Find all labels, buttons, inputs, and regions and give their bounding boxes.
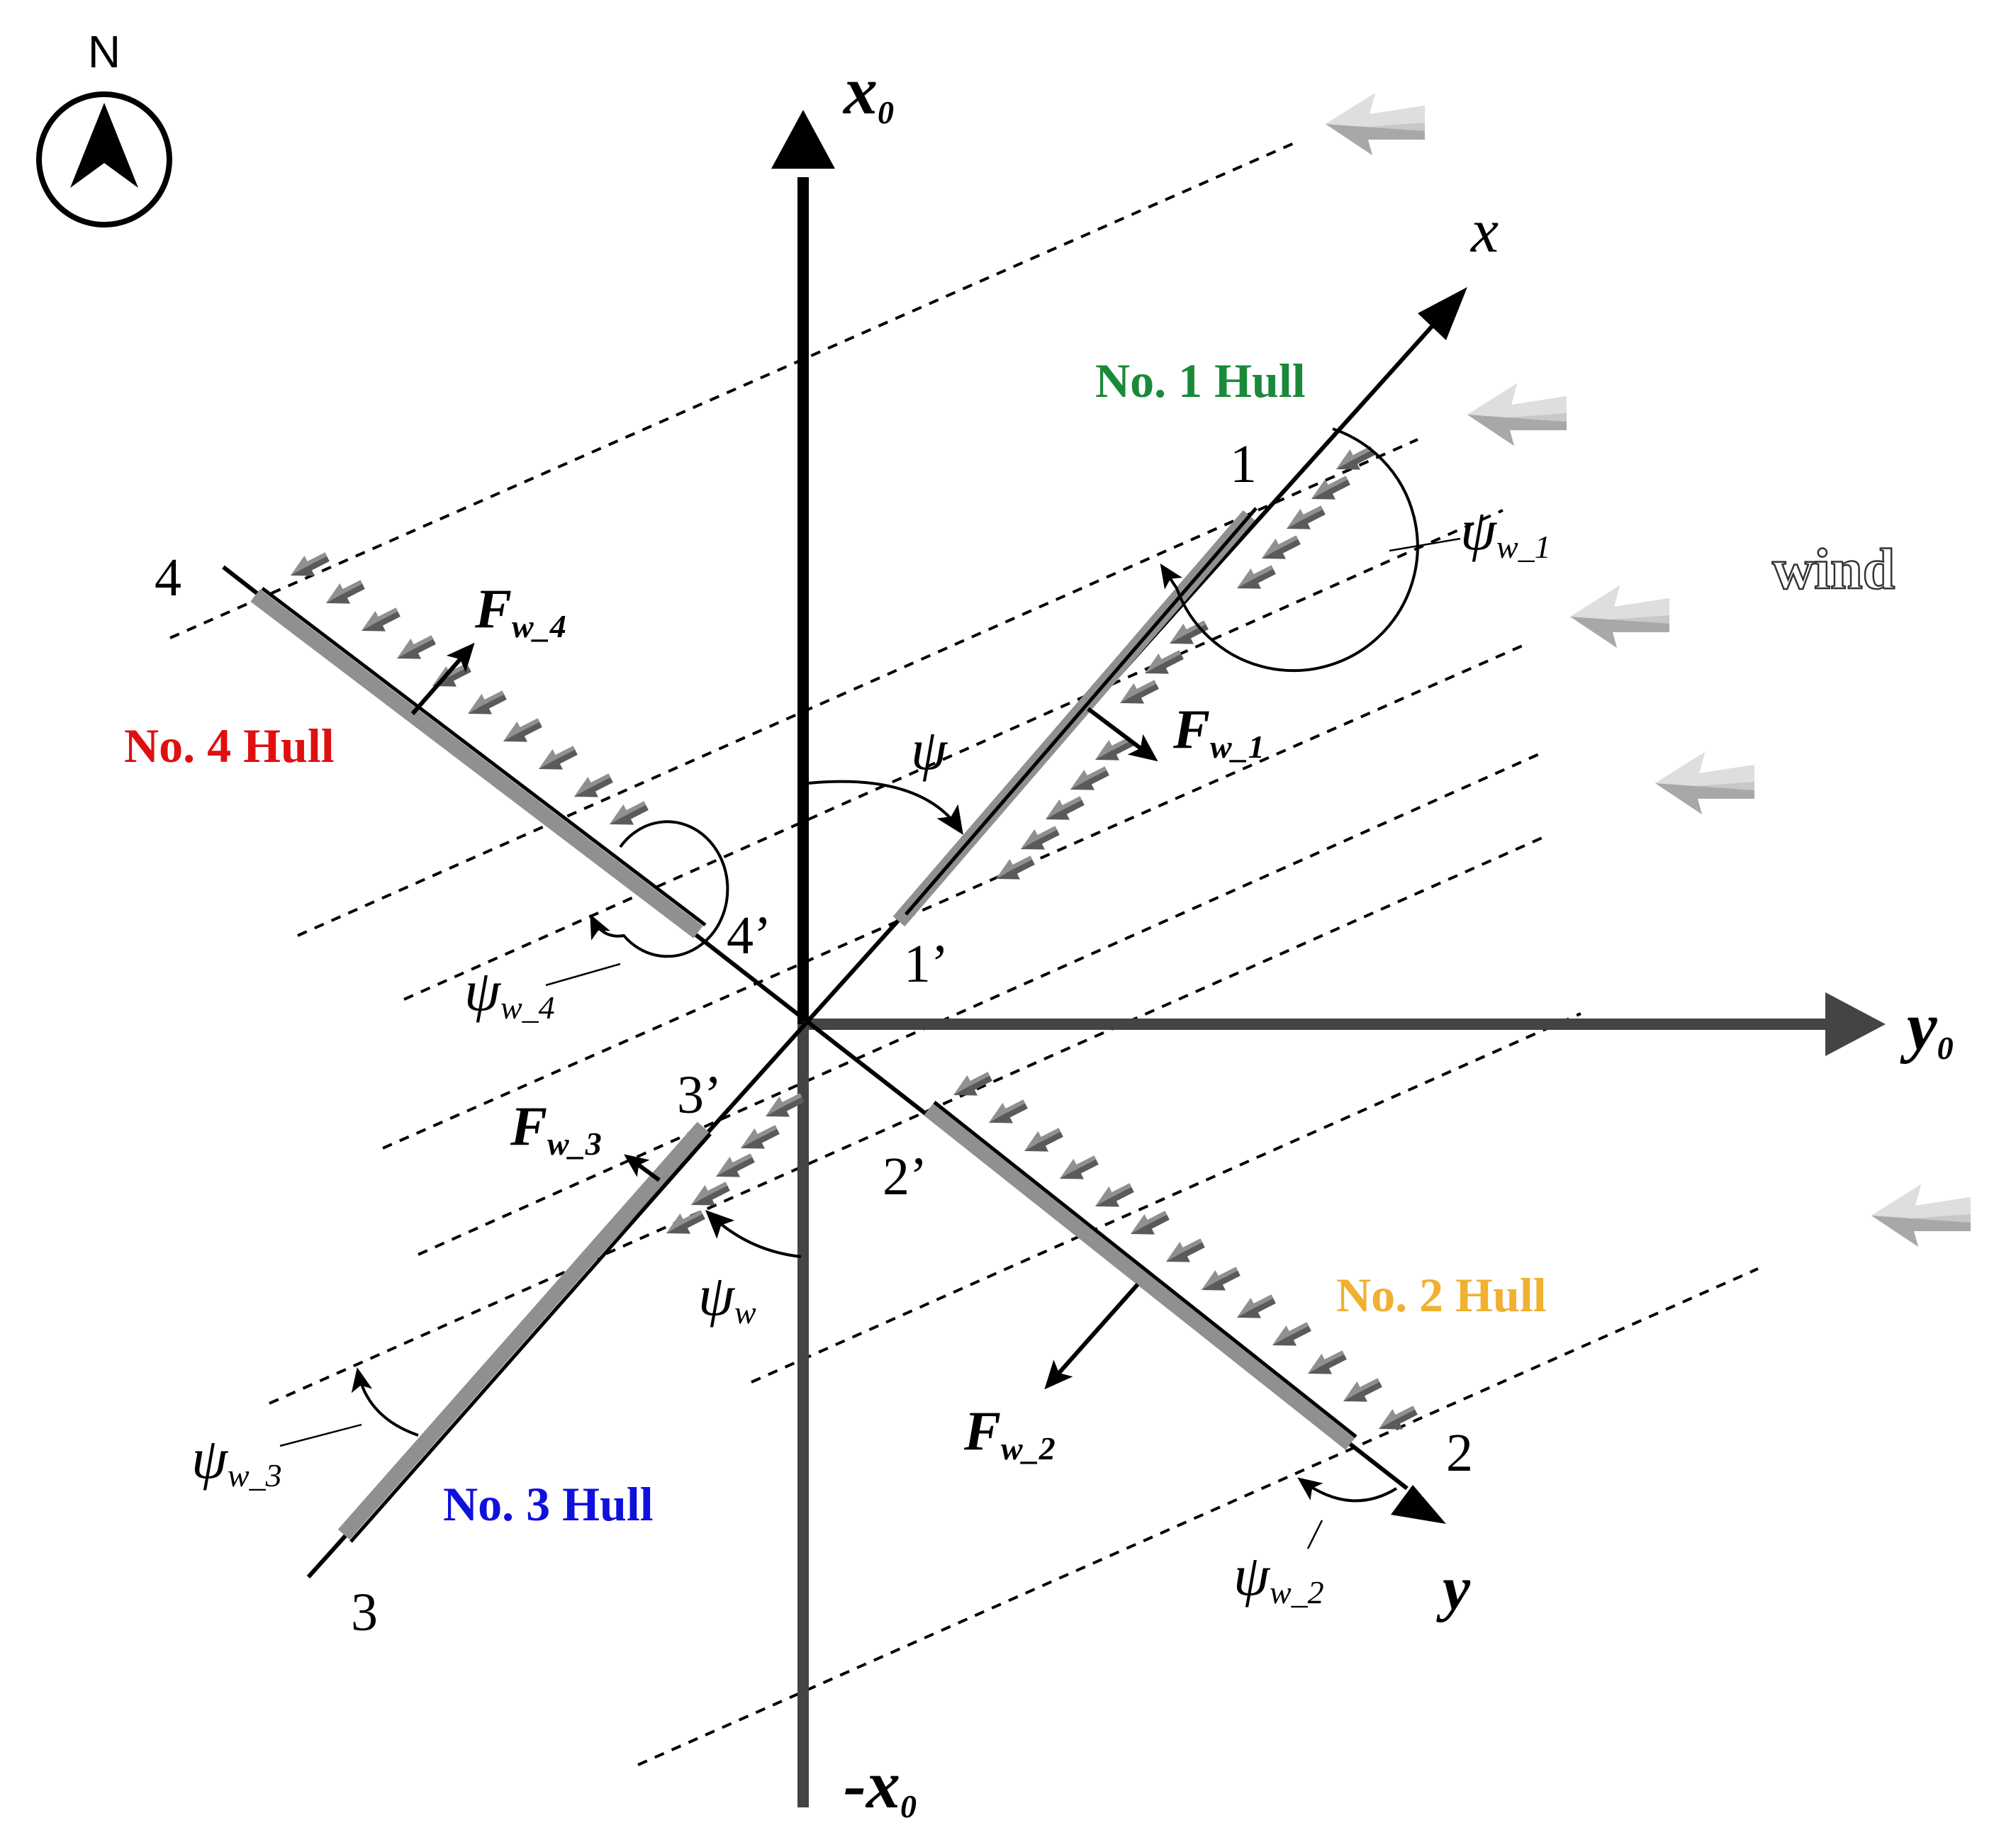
hull-4-bar [250,589,703,938]
psi-w-4-label: ψ [464,958,502,1023]
force-3-label: F [510,1095,547,1157]
svg-text:ψw_4: ψw_4 [464,958,555,1026]
force-4-label: F [474,578,512,639]
psi-label: ψ [911,717,948,782]
x0-label: x [842,52,878,128]
psi-arc [807,780,963,835]
wind-streamlines [169,140,1759,1766]
angle-arcs [351,427,1419,1503]
svg-text:ψw: ψw [698,1263,756,1330]
force-1-arrow [1087,707,1158,762]
hull-2-start-label: 2’ [883,1147,927,1206]
hull-3-bar [337,1121,710,1540]
psi-w-4-arc [590,820,729,958]
hull-1-end-label: 1 [1230,434,1257,494]
hull-2-end-label: 2 [1446,1423,1473,1483]
force-3-arrow [624,1154,661,1182]
hull-4-end-label: 4 [155,548,181,607]
psi-w-1-arc [1160,427,1419,673]
psi-w-2-arc [1297,1477,1398,1503]
wind-direction-arrows [1326,93,1971,1247]
hull-2-name: No. 2 Hull [1336,1268,1547,1322]
hull-2-wind-arrows [948,1066,1421,1440]
force-labels: Fw_1 Fw_2 Fw_3 Fw_4 [474,578,1265,1466]
hull-3-name: No. 3 Hull [443,1477,654,1531]
x-label: x [1469,197,1499,266]
wind-label: wind [1772,537,1895,601]
hull-4-start-label: 4’ [727,906,771,965]
north-arrow-icon [70,103,138,188]
psi-w-3-arc [351,1367,419,1437]
svg-text:Fw_2: Fw_2 [963,1400,1055,1466]
y-arrowhead [1391,1485,1446,1524]
hull-3-end-label: 3 [351,1583,378,1642]
psi-w-3-label: ψ [191,1426,229,1491]
svg-text:y0: y0 [1900,988,1954,1066]
hull-names: No. 1 Hull No. 2 Hull No. 3 Hull No. 4 H… [124,354,1547,1531]
hull-2-bar [924,1103,1355,1450]
svg-text:ψw_1: ψw_1 [1460,498,1551,565]
force-arrows [410,642,1158,1390]
force-4-arrow [410,642,475,715]
point-labels: 1 1’ 2 2’ 3 3’ 4 4’ [155,434,1473,1642]
north-compass: N [36,26,172,228]
svg-text:Fw_1: Fw_1 [1172,698,1265,765]
svg-text:ψw_2: ψw_2 [1233,1543,1324,1610]
north-label: N [88,26,121,77]
hull-4-wind-arrows [285,546,651,835]
force-1-label: F [1172,698,1210,760]
hull-1-wind-arrows [990,440,1378,890]
axis-labels: x0 -x0 y0 x y [842,52,1954,1824]
neg-x0-label: -x [844,1746,900,1822]
hull-4-name: No. 4 Hull [124,719,335,773]
svg-text:Fw_3: Fw_3 [510,1095,602,1162]
svg-text:ψw_3: ψw_3 [191,1426,282,1493]
psi-w-2-label: ψ [1233,1543,1271,1608]
force-2-arrow [1044,1283,1140,1390]
force-2-label: F [963,1400,1001,1462]
svg-text:Fw_4: Fw_4 [474,578,566,644]
x-arrowhead [1418,287,1467,340]
y0-arrowhead [1825,992,1886,1056]
psi-w-label: ψ [698,1263,736,1328]
y0-label: y [1900,988,1937,1064]
hull-3-start-label: 3’ [677,1065,722,1125]
hull-1-start-label: 1’ [904,934,948,994]
hull-1-name: No. 1 Hull [1095,354,1306,408]
y-label: y [1436,1554,1471,1623]
fixed-axes [771,110,1886,1807]
psi-w-arc [705,1210,802,1258]
angle-labels: ψ ψw ψw_1 ψw_2 ψw_3 ψw_4 [191,498,1551,1610]
svg-text:x0: x0 [842,52,894,130]
psi-w-1-label: ψ [1460,498,1498,562]
x0-arrowhead [771,110,835,169]
svg-text:-x0: -x0 [844,1746,917,1824]
